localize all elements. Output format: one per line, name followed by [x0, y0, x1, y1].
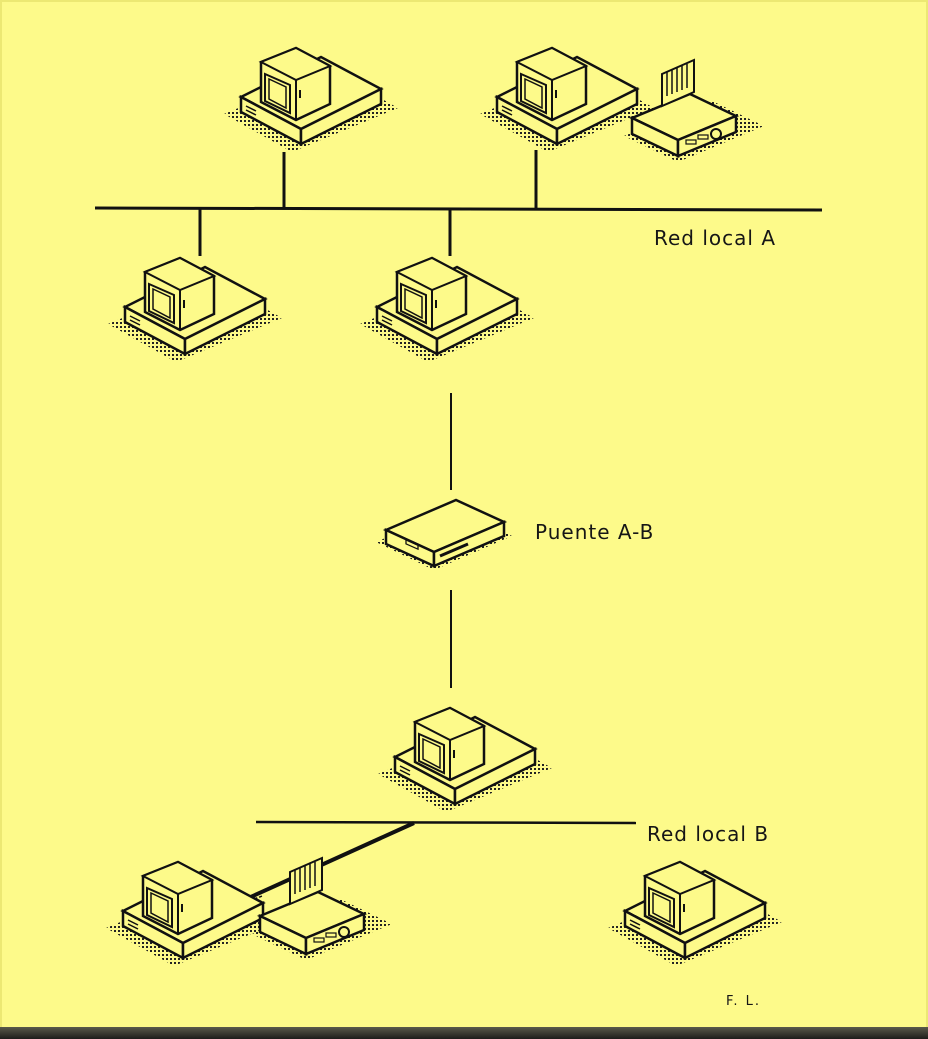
- label-red-local-b: Red local B: [647, 822, 769, 846]
- author-initials: F. L.: [726, 994, 761, 1009]
- bridge-device-icon: [376, 500, 512, 570]
- computer-icon: [608, 862, 782, 966]
- label-red-local-a: Red local A: [654, 226, 776, 250]
- computer-icon: [106, 862, 280, 966]
- computer-icon: [360, 258, 534, 362]
- computer-icon: [378, 708, 552, 812]
- lan-a-bus: [95, 208, 822, 210]
- computer-icon: [108, 258, 282, 362]
- printer-icon: [252, 858, 392, 960]
- computer-icon: [224, 48, 398, 152]
- label-puente-a-b: Puente A-B: [535, 520, 654, 544]
- link-b2-b3: [256, 822, 636, 823]
- link-b1-b2: [244, 823, 414, 900]
